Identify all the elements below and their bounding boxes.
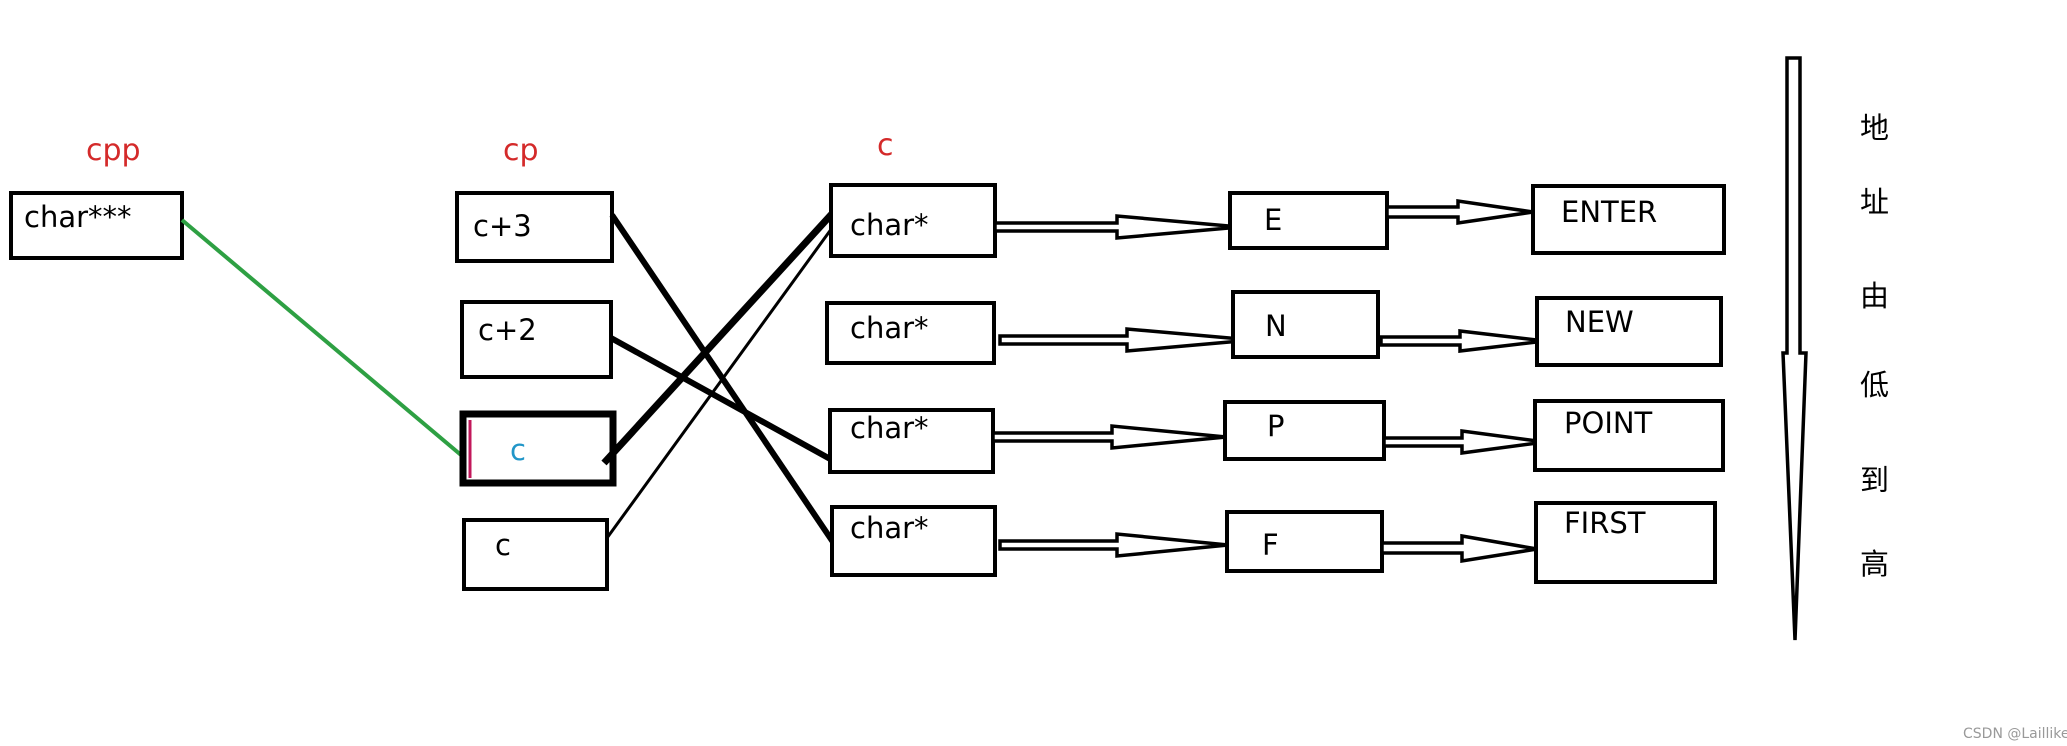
cp-box-1-label: c+2 [478,313,537,347]
letter-box-1: N [1231,290,1380,359]
letter-box-3: F [1225,510,1384,573]
cpp-box-label: char*** [24,200,132,234]
address-note-char-3: 低 [1860,368,1889,402]
c-box-3-label: char* [850,511,929,545]
cpp-box: char*** [9,191,184,260]
address-note-char-4: 到 [1860,463,1889,497]
word-box-1-label: NEW [1565,305,1634,339]
address-note-char-1: 址 [1860,185,1889,219]
letter-box-3-label: F [1262,528,1279,562]
c-box-3: char* [830,505,997,577]
label-cpp: cpp [86,133,141,168]
word-box-0-label: ENTER [1561,195,1657,229]
word-box-3-label: FIRST [1564,506,1646,540]
letter-box-0-label: E [1264,203,1282,237]
letter-box-2-label: P [1267,409,1285,443]
word-box-0: ENTER [1531,184,1726,255]
letter-box-1-label: N [1265,309,1287,343]
watermark: CSDN @Laillike [1963,726,2067,742]
cp-box-2-label: c [510,433,526,467]
letter2-arrow [1382,429,1546,455]
cp-box-0: c+3 [455,191,614,263]
cp-box-1: c+2 [460,300,613,379]
address-note-char-5: 高 [1860,547,1889,581]
c-box-1-label: char* [850,311,929,345]
c3-arrow [998,532,1229,558]
c0-arrow [993,214,1241,240]
letter-box-2: P [1223,400,1386,461]
address-note-char-2: 由 [1860,279,1889,313]
letter0-arrow [1385,198,1534,226]
c2-arrow [991,424,1227,450]
c-box-0-label: char* [850,208,929,242]
label-cp: cp [503,133,539,168]
cpp-pointer-line [180,218,463,457]
cp-box-3: c [462,518,609,591]
cp-box-2: c [459,410,617,487]
label-c: c [877,128,894,163]
address-direction-arrow [1781,56,1808,641]
c-box-0: char* [829,183,997,258]
word-box-2-label: POINT [1564,406,1653,440]
word-box-1: NEW [1535,296,1723,367]
word-box-2: POINT [1533,399,1725,472]
cp3-pointer-line [605,227,834,539]
c-box-2: char* [828,408,995,474]
c1-arrow [998,327,1253,353]
cp1-pointer-line [609,335,834,463]
word-box-3: FIRST [1534,501,1717,584]
cp-box-0-label: c+3 [473,209,532,243]
cp-box-3-label: c [495,528,511,562]
c-box-2-label: char* [850,411,929,445]
letter3-arrow [1380,533,1538,564]
letter1-arrow [1379,329,1546,353]
c-box-1: char* [825,301,996,365]
letter-box-0: E [1228,191,1389,250]
address-note-char-0: 地 [1860,111,1889,145]
cp2-pointer-line [601,202,843,466]
